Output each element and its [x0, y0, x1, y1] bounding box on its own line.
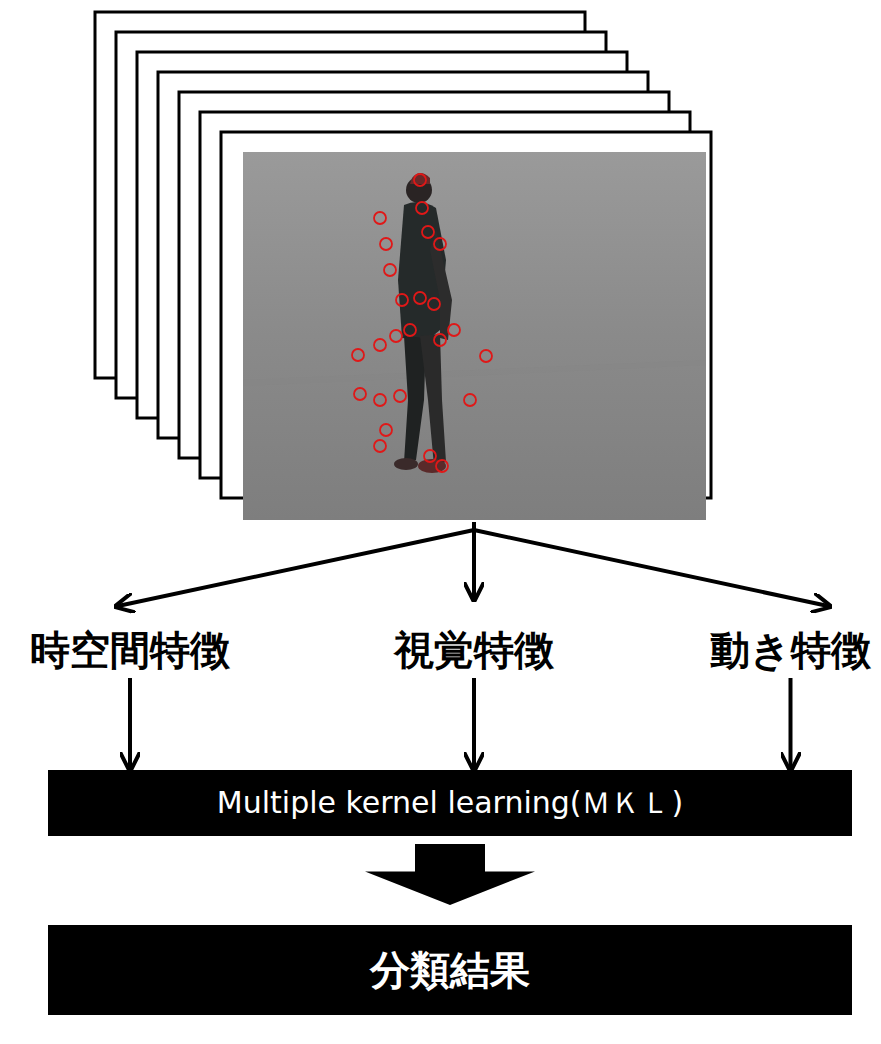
interest-point	[424, 450, 436, 462]
feature-name: 動き特徴	[706, 626, 875, 674]
flow-arrow	[472, 678, 476, 768]
feature-name: 視覚特徴	[390, 626, 558, 674]
person-shoe	[394, 458, 418, 470]
person-leg	[420, 334, 446, 466]
split-arrow	[474, 530, 828, 606]
ground-band	[243, 360, 706, 386]
interest-point	[390, 330, 402, 342]
interest-point	[394, 390, 406, 402]
split-arrow	[472, 522, 476, 598]
interest-point	[380, 424, 392, 436]
interest-point	[414, 174, 426, 186]
interest-point	[428, 298, 440, 310]
flow-arrow	[789, 678, 793, 768]
interest-point	[404, 324, 416, 336]
interest-point	[434, 334, 446, 346]
interest-point	[374, 339, 386, 351]
photo-ground	[243, 152, 706, 520]
interest-point	[380, 238, 392, 250]
box-text: 分類結果	[370, 943, 530, 998]
interest-point	[480, 350, 492, 362]
interest-point	[414, 292, 426, 304]
interest-point	[416, 202, 428, 214]
person-arm	[430, 230, 452, 340]
interest-points	[352, 174, 492, 472]
photo-frame	[243, 152, 706, 520]
result-box: 分類結果	[48, 925, 852, 1015]
interest-point	[352, 349, 364, 361]
feature-label: 視覚特徴	[390, 626, 558, 674]
interest-point	[374, 440, 386, 452]
feature-name: 時空間特徴	[26, 626, 234, 674]
feature-label: 動き特徴	[706, 626, 875, 674]
split-arrow	[118, 530, 474, 606]
interest-point	[448, 324, 460, 336]
interest-point	[434, 238, 446, 250]
split-arrows	[118, 522, 828, 606]
interest-point	[374, 394, 386, 406]
interest-point	[354, 388, 366, 400]
process-box: Multiple kernel learning(ＭＫＬ)	[48, 770, 852, 836]
feature-label: 時空間特徴	[26, 626, 234, 674]
interest-point	[436, 460, 448, 472]
interest-point	[464, 394, 476, 406]
interest-point	[384, 264, 396, 276]
block-arrow	[365, 844, 535, 905]
flow-arrow	[128, 678, 132, 768]
box-text: Multiple kernel learning(ＭＫＬ)	[217, 783, 683, 824]
interest-point	[422, 226, 434, 238]
interest-point	[374, 212, 386, 224]
interest-point	[396, 294, 408, 306]
